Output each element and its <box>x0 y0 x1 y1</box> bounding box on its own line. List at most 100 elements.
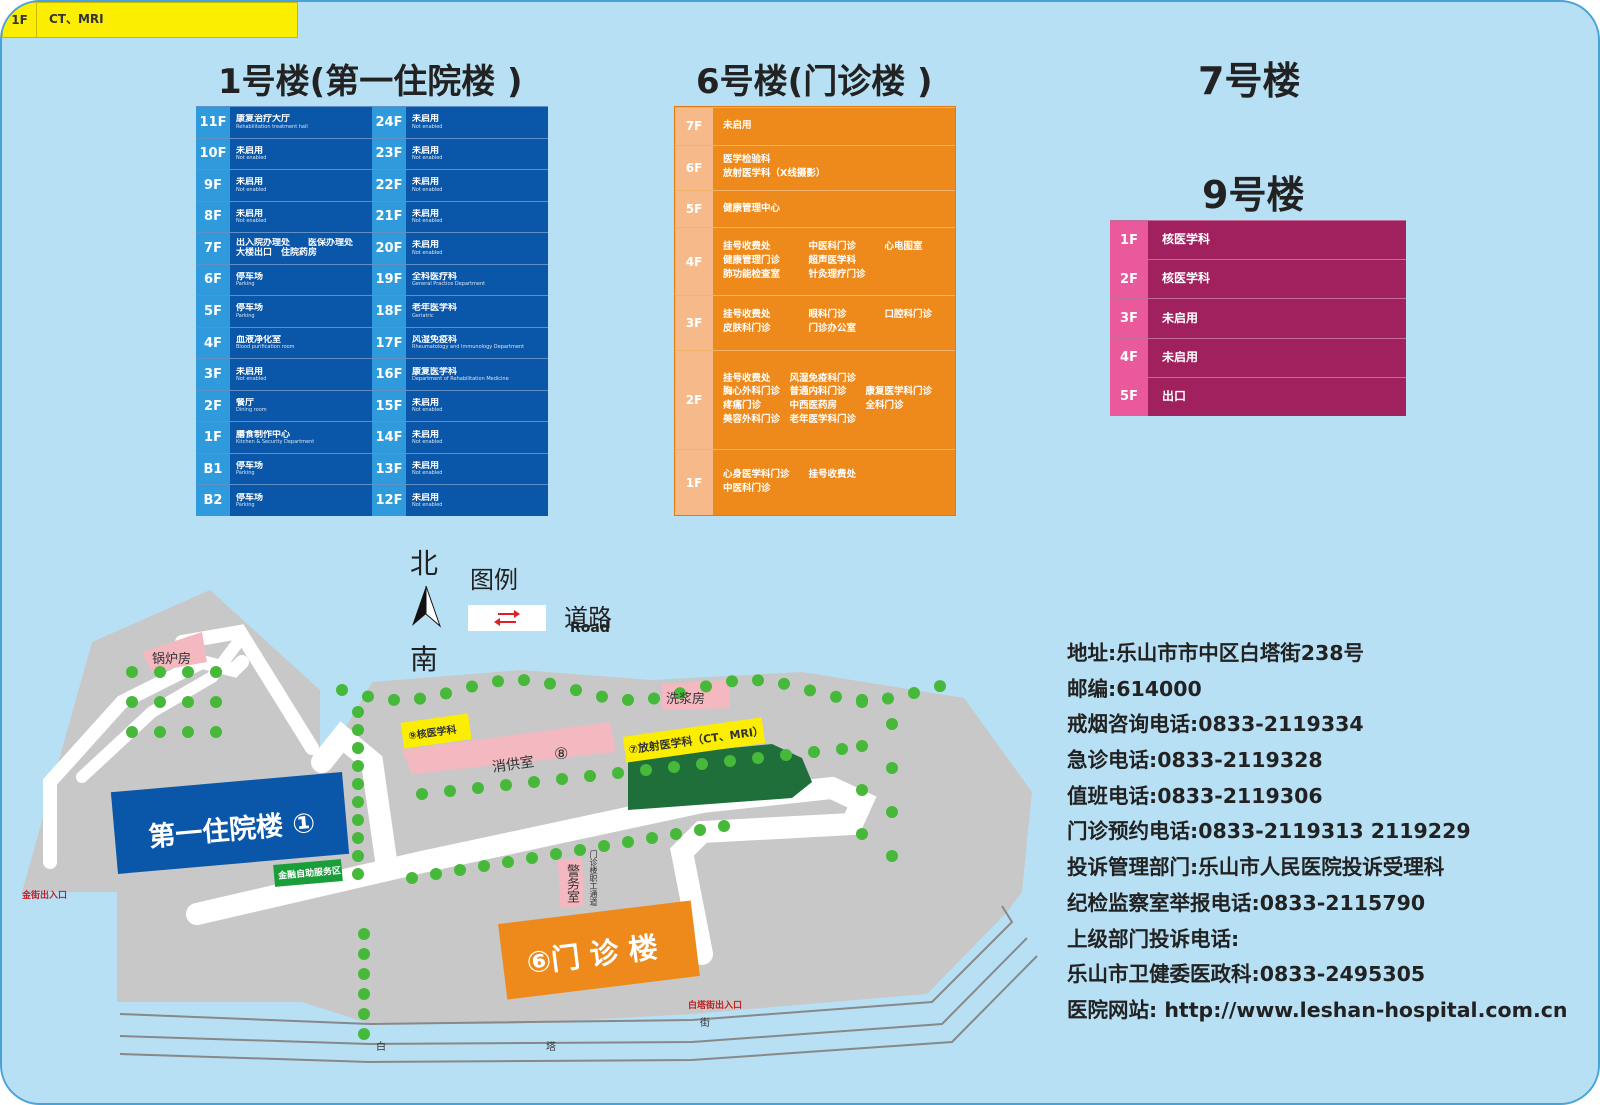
department-name-en: Parking <box>236 502 255 509</box>
legend-road-swatch <box>468 605 546 631</box>
tree-icon <box>718 820 730 832</box>
floor-label: 1F <box>675 450 713 515</box>
tree-icon <box>674 687 686 700</box>
emergency-phone: 急诊电话:0833-2119328 <box>1067 748 1323 773</box>
tree-icon <box>466 680 478 693</box>
tree-icon <box>648 692 660 705</box>
department-name-en: Not enabled <box>412 218 443 225</box>
tree-icon <box>598 840 610 852</box>
road-arrows-icon <box>494 610 520 626</box>
tree-icon <box>358 1028 370 1040</box>
tree-icon <box>406 872 418 884</box>
tree-icon <box>154 696 166 708</box>
tree-icon <box>908 687 920 700</box>
tree-icon <box>934 680 946 693</box>
tree-icon <box>210 726 222 738</box>
tree-icon <box>668 761 680 773</box>
tree-icon <box>210 696 222 708</box>
campus-map: 锅炉房 洗浆房 消供室 ⑧ ⑨核医学科 ⑦放射医学科（CT、MRI） 第一住院楼… <box>2 562 1042 1103</box>
tree-icon <box>518 674 530 687</box>
tree-icon <box>640 764 652 776</box>
tree-icon <box>596 690 608 703</box>
department-name: CT、MRI <box>49 13 104 27</box>
radiology-sign-shape <box>622 717 766 763</box>
floor-label: 1F <box>3 3 37 37</box>
sterile-number: ⑧ <box>554 744 569 763</box>
tree-icon <box>882 692 894 705</box>
tree-icon <box>126 666 138 678</box>
floor-label: B1 <box>196 453 230 485</box>
department-name-cn: 停车场 <box>236 461 264 472</box>
tree-icon <box>752 674 764 687</box>
department-list: 挂号收费处 风湿免疫科门诊胸心外科门诊 普通内科门诊 康复医学科门诊疼痛门诊 中… <box>713 371 932 430</box>
floor-label: 3F <box>675 296 713 350</box>
tree-icon <box>570 684 582 697</box>
tree-icon <box>856 696 868 708</box>
floor-label: 1F <box>1110 221 1148 260</box>
department-name: 核医学科 <box>1162 233 1211 247</box>
tree-icon <box>352 850 364 862</box>
tree-icon <box>126 696 138 708</box>
tree-icon <box>696 758 708 770</box>
tree-icon <box>804 684 816 697</box>
health-commission-phone: 乐山市卫健委医政科:0833-2495305 <box>1067 962 1426 987</box>
department-line: 皮肤科门诊 门诊办公室 <box>723 323 857 335</box>
tree-icon <box>358 948 370 960</box>
tree-icon <box>182 726 194 738</box>
department-name-cn: 未启用 <box>412 145 440 156</box>
tree-icon <box>700 680 712 693</box>
tree-icon <box>414 692 426 705</box>
nuclear-shape <box>400 713 472 749</box>
tree-icon <box>352 742 364 754</box>
website-link[interactable]: 医院网站: http://www.leshan-hospital.com.cn <box>1067 997 1568 1022</box>
department-name-en: Geriatric <box>412 312 434 319</box>
jinjie-gate-label: 金街出入口 <box>22 891 68 901</box>
department-name-cn: 未启用 <box>412 492 440 503</box>
floor-label: 19F <box>372 264 406 296</box>
department-name-en: Not enabled <box>236 218 267 225</box>
floor-label: 15F <box>372 390 406 422</box>
floor-label: 2F <box>1110 260 1148 299</box>
department-list: 挂号收费处 中医科门诊 心电图室健康管理门诊 超声医学科肺功能检查室 针灸理疗门… <box>713 239 923 284</box>
department-line: 未启用 <box>723 119 752 131</box>
tree-icon <box>550 848 562 860</box>
tree-icon <box>352 760 364 772</box>
tree-icon <box>694 824 706 836</box>
department-name-en: Parking <box>236 470 255 477</box>
department-name-en: Not enabled <box>412 155 443 162</box>
west-road <box>43 654 249 869</box>
department-name-en: Not enabled <box>412 186 443 193</box>
building1-title: 1号楼(第一住院楼 ) <box>218 62 523 102</box>
floor-label: 8F <box>196 201 230 233</box>
tree-icon <box>724 755 736 767</box>
department-name-cn: 未启用 <box>236 208 264 219</box>
floor-label: 18F <box>372 296 406 327</box>
tree-icon <box>752 752 764 764</box>
tree-icon <box>886 850 898 862</box>
department-name-cn: 未启用 <box>236 366 264 377</box>
department-line: 挂号收费处 风湿免疫科门诊 <box>723 372 857 384</box>
floor-label: 16F <box>372 359 406 390</box>
tree-icon <box>526 852 538 864</box>
department-name-cn: 全科医疗科 <box>412 271 458 282</box>
tree-icon <box>646 832 658 844</box>
compass-arrow-icon <box>412 585 442 628</box>
department-line: 心身医学科门诊 挂号收费处 <box>723 469 857 481</box>
